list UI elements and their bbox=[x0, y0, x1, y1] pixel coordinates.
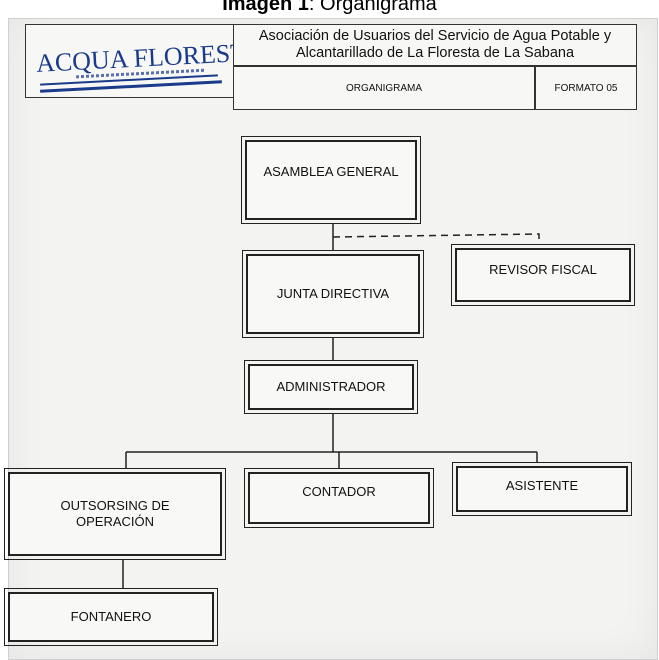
caption-text: : Organigrama bbox=[308, 0, 437, 15]
node-asistente: ASISTENTE bbox=[452, 462, 632, 516]
document-sheet bbox=[8, 18, 658, 660]
node-fontanero: FONTANERO bbox=[4, 588, 218, 646]
node-junta-directiva: JUNTA DIRECTIVA bbox=[242, 250, 424, 338]
title-line-2: Alcantarillado de La Floresta de La Saba… bbox=[295, 45, 575, 61]
node-outsorsing-operacion: OUTSORSING DE OPERACIÓN bbox=[4, 468, 226, 560]
figure-caption: Imagen 1: Organigrama bbox=[0, 0, 659, 16]
node-revisor-fiscal: REVISOR FISCAL bbox=[451, 244, 635, 306]
node-asamblea-general: ASAMBLEA GENERAL bbox=[241, 136, 421, 224]
node-outsorsing-line-1: OUTSORSING DE bbox=[60, 498, 170, 513]
document-label: ORGANIGRAMA bbox=[233, 66, 535, 110]
organization-title: Asociación de Usuarios del Servicio de A… bbox=[233, 24, 637, 66]
caption-label: Imagen 1 bbox=[222, 0, 309, 15]
node-contador: CONTADOR bbox=[244, 468, 434, 528]
node-outsorsing-line-2: OPERACIÓN bbox=[75, 514, 154, 529]
title-line-1: Asociación de Usuarios del Servicio de A… bbox=[258, 28, 612, 44]
logo-cell: ACQUA FLORESTA bbox=[25, 24, 263, 98]
format-label: FORMATO 05 bbox=[535, 66, 637, 110]
node-administrador: ADMINISTRADOR bbox=[244, 360, 418, 414]
